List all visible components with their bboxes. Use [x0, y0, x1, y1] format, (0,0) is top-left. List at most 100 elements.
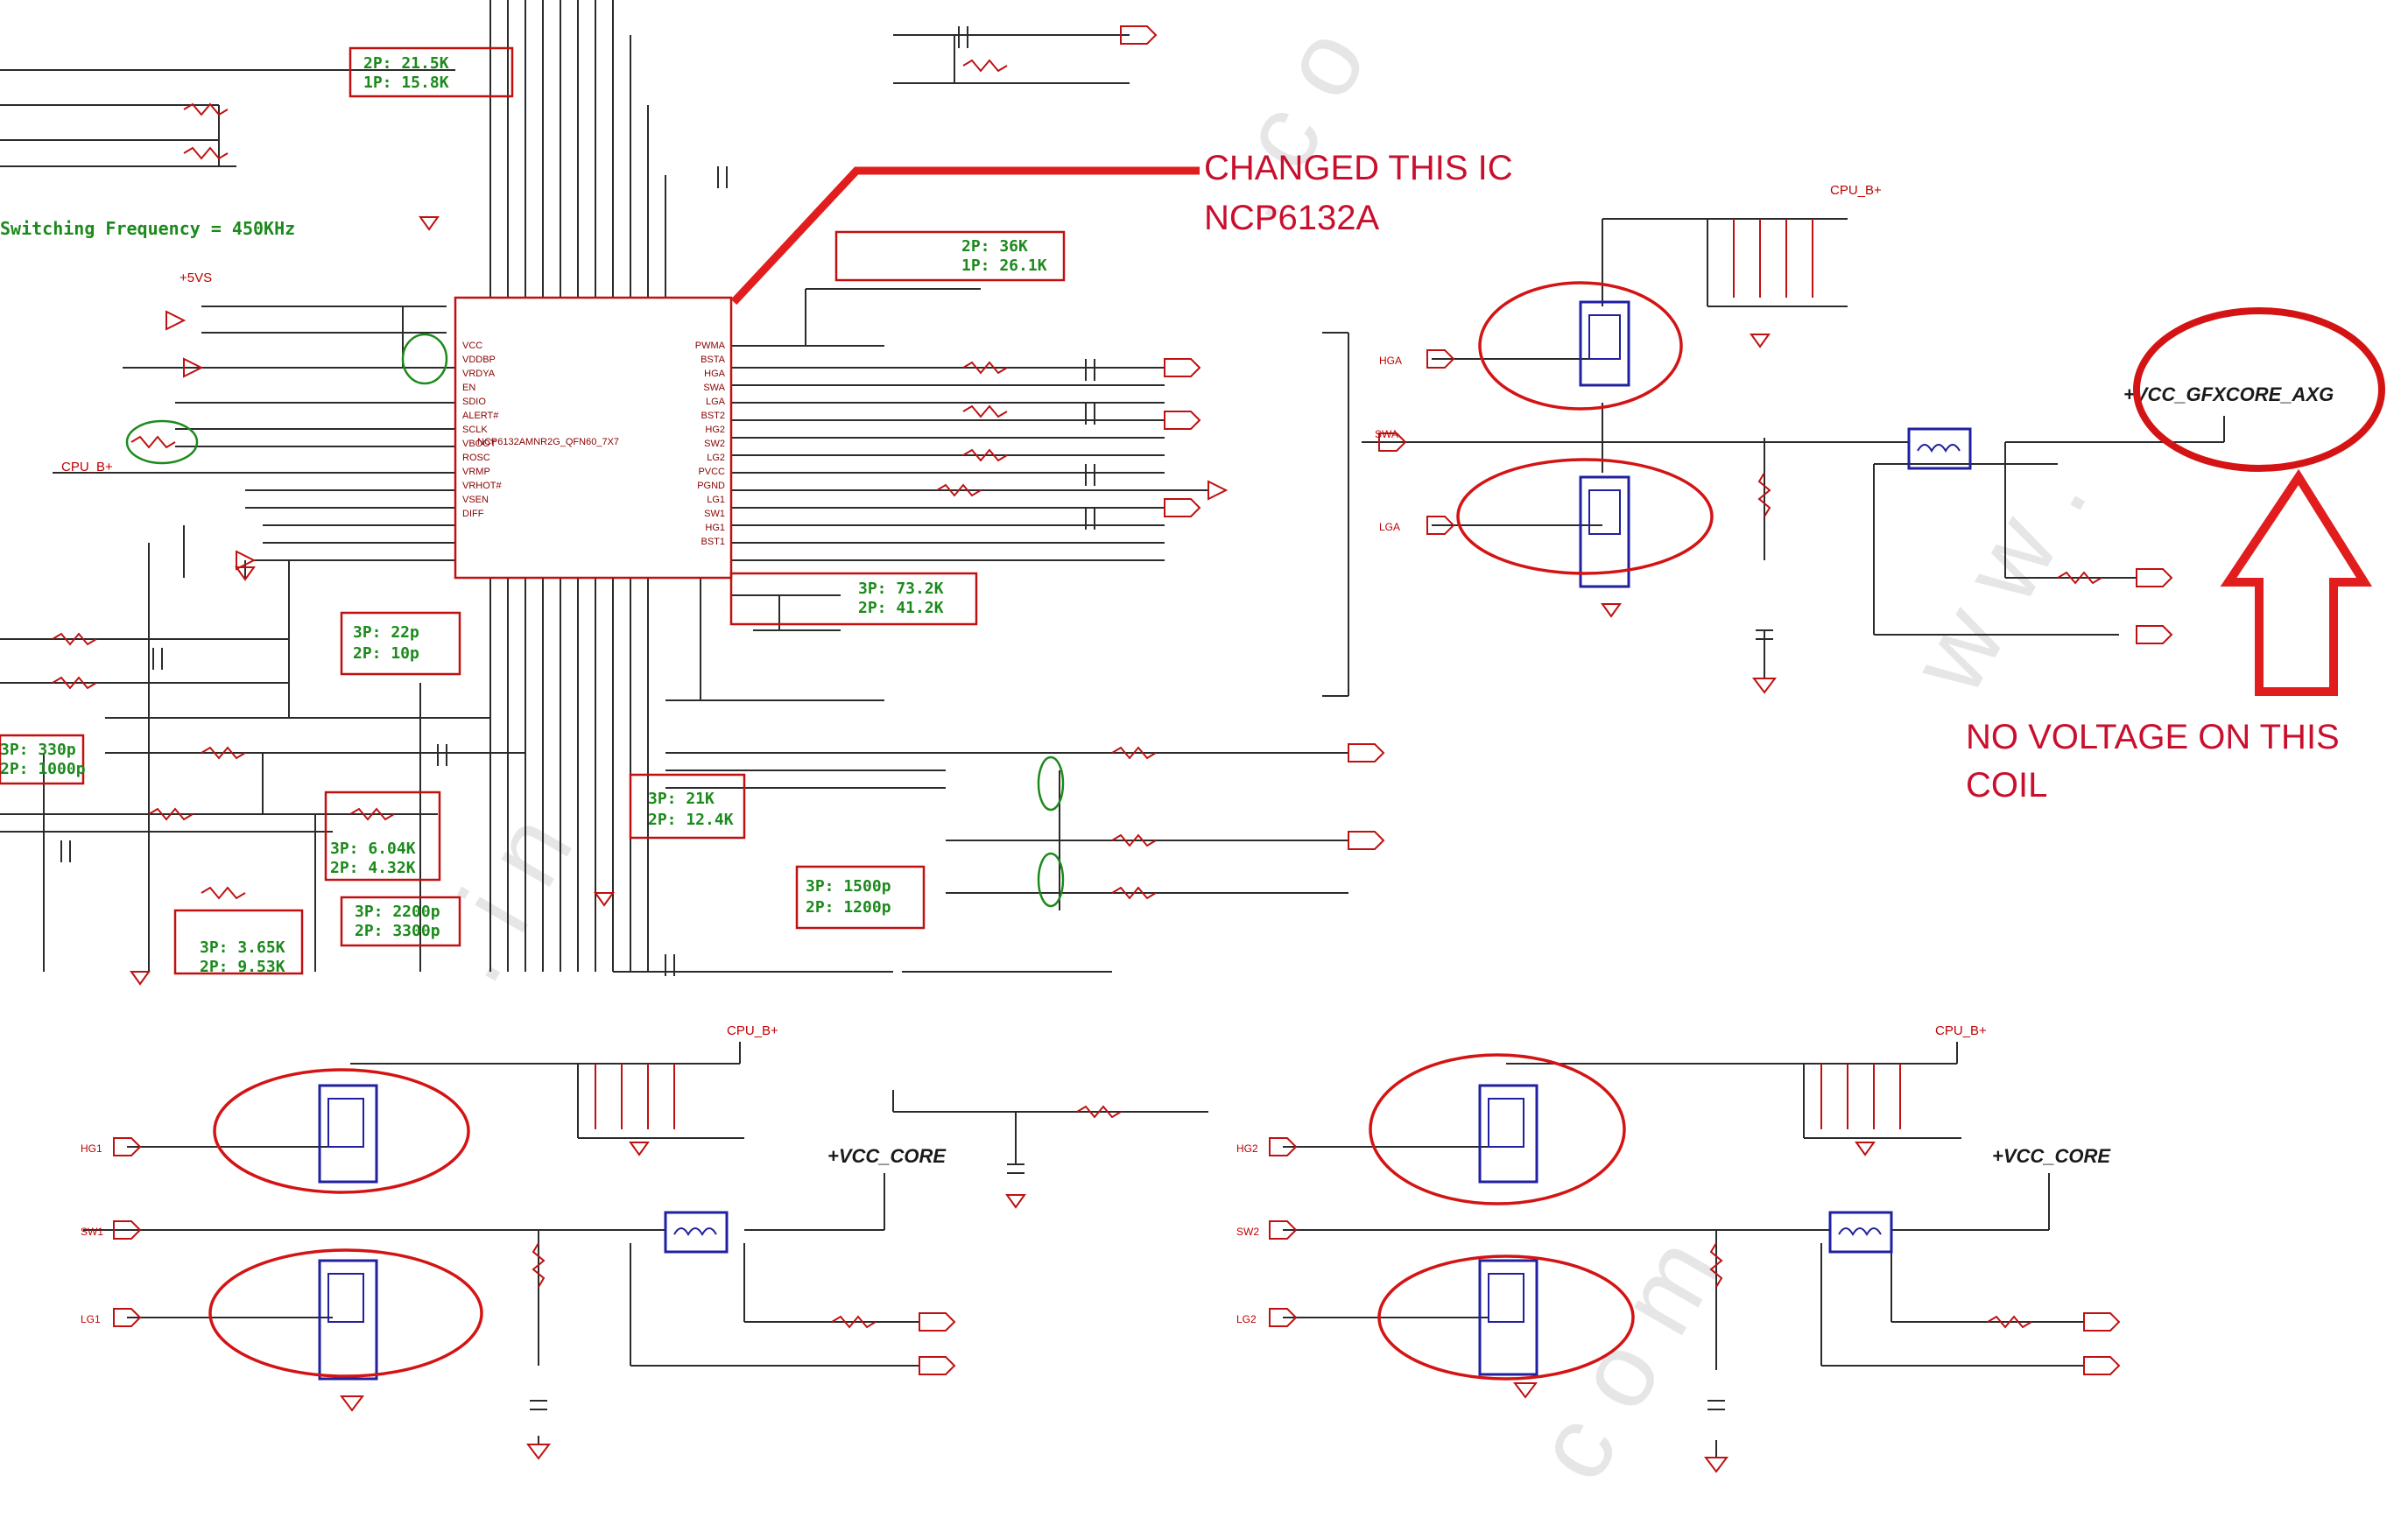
core-phase-1-schematic: CPU_B+ — [81, 1023, 1208, 1460]
svg-text:HG1: HG1 — [705, 523, 725, 533]
svg-text:2P: 4.32K: 2P: 4.32K — [330, 859, 416, 877]
svg-text:VRHOT#: VRHOT# — [462, 481, 503, 491]
gfx-output-highlight — [2133, 307, 2385, 472]
svg-text:3P: 6.04K: 3P: 6.04K — [330, 840, 416, 858]
gfx-gate-lo-label: LGA — [1379, 521, 1400, 533]
svg-text:LG1: LG1 — [707, 495, 725, 505]
svg-text:BST2: BST2 — [701, 411, 725, 421]
core1-gate-lo-label: LG1 — [81, 1313, 101, 1325]
core1-low-side-highlight — [208, 1248, 483, 1378]
svg-text:PVCC: PVCC — [698, 467, 725, 477]
green-marker-ntc-2 — [1037, 852, 1065, 908]
annotation-leader-line — [730, 166, 1200, 306]
svg-text:BSTA: BSTA — [701, 355, 726, 365]
svg-text:2P: 1000p: 2P: 1000p — [0, 760, 86, 778]
svg-text:VRDYA: VRDYA — [462, 369, 496, 379]
ic-left-pins: VCC VDDBP VRDYA EN SDIO ALERT# SCLK VBOO… — [462, 341, 503, 519]
svg-text:3P: 2200p: 3P: 2200p — [355, 903, 440, 921]
core2-high-side-mosfet — [1478, 1084, 1538, 1184]
svg-text:2P: 10p: 2P: 10p — [353, 644, 419, 663]
net-label-5vs: +5VS — [180, 271, 212, 285]
svg-text:3P: 73.2K: 3P: 73.2K — [858, 580, 944, 598]
svg-text:1P: 15.8K: 1P: 15.8K — [363, 74, 449, 92]
gfx-low-side-highlight — [1456, 458, 1714, 575]
green-marker-ntc-1 — [1037, 755, 1065, 812]
gfx-inductor-coil — [1907, 427, 1972, 470]
svg-text:BST1: BST1 — [701, 537, 725, 547]
gfx-low-side-mosfet — [1579, 475, 1630, 588]
net-label-cpu-bplus-main: CPU_B+ — [61, 460, 113, 474]
core-phase-2-schematic: CPU_B+ — [1236, 1023, 2121, 1473]
net-label-cpu-bplus-core1: CPU_B+ — [727, 1023, 778, 1038]
net-label-cpu-bplus-gfx: CPU_B+ — [1830, 183, 1882, 198]
switching-frequency-note: Switching Frequency = 450KHz — [0, 218, 295, 239]
core1-high-side-mosfet — [318, 1084, 378, 1184]
main-ground-symbols — [130, 216, 615, 986]
svg-text:VSEN: VSEN — [462, 495, 489, 505]
gfx-sw-label: SWA — [1375, 428, 1398, 440]
svg-text:2P: 41.2K: 2P: 41.2K — [858, 599, 944, 617]
core2-inductor-coil — [1828, 1211, 1893, 1254]
svg-text:3P: 3.65K: 3P: 3.65K — [200, 938, 285, 957]
core2-low-side-highlight — [1377, 1254, 1635, 1381]
svg-text:2P: 21.5K: 2P: 21.5K — [363, 54, 449, 73]
core1-high-side-highlight — [213, 1068, 470, 1194]
svg-text:1P: 26.1K: 1P: 26.1K — [961, 257, 1047, 275]
svg-text:VBOOT: VBOOT — [462, 439, 496, 449]
green-marker-vcc — [401, 333, 448, 385]
svg-text:ALERT#: ALERT# — [462, 411, 499, 421]
svg-text:3P: 1500p: 3P: 1500p — [806, 877, 891, 896]
svg-text:EN: EN — [462, 383, 475, 393]
svg-text:SWA: SWA — [703, 383, 725, 393]
svg-text:PGND: PGND — [697, 481, 725, 491]
svg-text:2P: 1200p: 2P: 1200p — [806, 898, 891, 917]
svg-text:ROSC: ROSC — [462, 453, 490, 463]
main-controller-schematic: NCP6132AMNR2G_QFN60_7X7 VCC VDDBP VRDYA … — [0, 0, 1385, 986]
svg-text:LGA: LGA — [706, 397, 726, 407]
core2-low-side-mosfet — [1478, 1259, 1538, 1376]
core2-sw-label: SW2 — [1236, 1226, 1259, 1238]
svg-text:SDIO: SDIO — [462, 397, 486, 407]
core1-low-side-mosfet — [318, 1259, 378, 1381]
main-capacitors — [60, 26, 1095, 976]
svg-text:SW2: SW2 — [704, 439, 725, 449]
core1-output-net-label: +VCC_CORE — [827, 1145, 947, 1167]
svg-text:SCLK: SCLK — [462, 425, 488, 435]
svg-text:DIFF: DIFF — [462, 509, 484, 519]
main-passive-components — [52, 59, 1157, 900]
core1-inductor-coil — [664, 1211, 729, 1254]
svg-text:2P: 12.4K: 2P: 12.4K — [648, 811, 734, 829]
gfx-phase-schematic: CPU_B+ — [1322, 183, 2385, 697]
annotation-up-arrow — [2220, 468, 2373, 696]
gfx-output-net-label: +VCC_GFXCORE_AXG — [2123, 383, 2334, 405]
svg-text:VDDBP: VDDBP — [462, 355, 496, 365]
svg-text:2P: 3300p: 2P: 3300p — [355, 922, 440, 940]
core2-gate-hi-label: HG2 — [1236, 1142, 1258, 1155]
annotation-changed-ic-line2: NCP6132A — [1204, 199, 1379, 237]
gfx-high-side-mosfet — [1579, 300, 1630, 387]
gfx-high-side-highlight — [1478, 281, 1683, 411]
svg-text:VRMP: VRMP — [462, 467, 490, 477]
main-net-connectors — [165, 25, 1385, 850]
svg-text:3P: 330p: 3P: 330p — [0, 741, 76, 759]
svg-text:HG2: HG2 — [705, 425, 725, 435]
ic-part-number: NCP6132AMNR2G_QFN60_7X7 — [477, 437, 619, 447]
core2-gate-lo-label: LG2 — [1236, 1313, 1257, 1325]
green-marker-resistor — [125, 419, 199, 465]
svg-text:2P: 36K: 2P: 36K — [961, 237, 1028, 256]
ic-right-pins: PWMA BSTA HGA SWA LGA BST2 HG2 SW2 LG2 P… — [695, 341, 726, 547]
setting-value-boxes: 2P: 21.5K 1P: 15.8K 2P: 36K 1P: 26.1K 3P… — [0, 46, 1066, 976]
core1-gate-hi-label: HG1 — [81, 1142, 102, 1155]
annotation-no-voltage-line2: COIL — [1966, 766, 2047, 805]
core1-sw-label: SW1 — [81, 1226, 103, 1238]
svg-text:w w .: w w . — [1888, 446, 2109, 713]
annotation-changed-ic-line1: CHANGED THIS IC — [1204, 149, 1513, 187]
svg-text:HGA: HGA — [704, 369, 726, 379]
annotation-no-voltage-line1: NO VOLTAGE ON THIS — [1966, 718, 2340, 756]
svg-text:VCC: VCC — [462, 341, 482, 351]
svg-text:LG2: LG2 — [707, 453, 725, 463]
net-label-cpu-bplus-core2: CPU_B+ — [1935, 1023, 1987, 1038]
controller-ic — [454, 296, 733, 580]
gfx-gate-hi-label: HGA — [1379, 355, 1402, 367]
